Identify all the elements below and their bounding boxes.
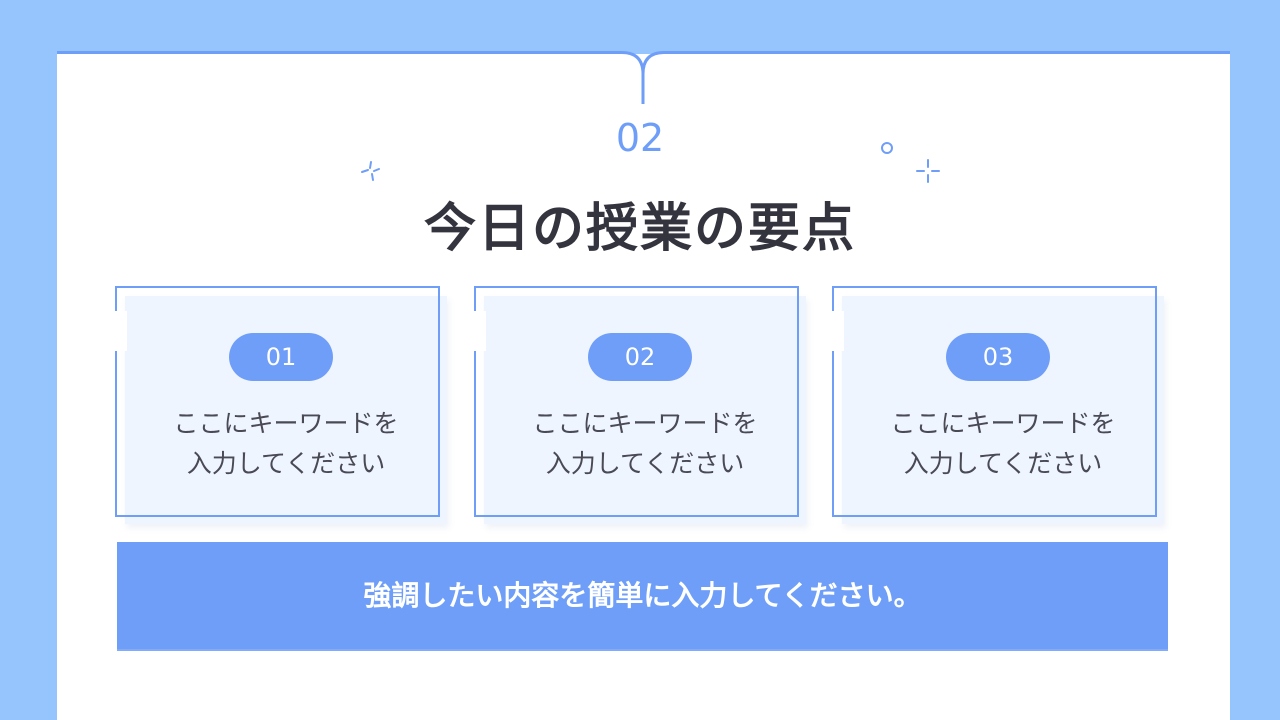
card-text: ここにキーワードを 入力してください [484, 404, 806, 484]
bracket-notch-icon [600, 44, 686, 104]
section-number: 02 [615, 116, 665, 160]
card-text-line1: ここにキーワードを [890, 409, 1116, 438]
card-text: ここにキーワードを 入力してください [842, 404, 1164, 484]
keyword-card-2: 02 ここにキーワードを 入力してください [472, 286, 806, 524]
card-frame [474, 286, 799, 517]
frame-gap [113, 311, 127, 351]
card-text-line1: ここにキーワードを [173, 409, 399, 438]
card-number-badge: 01 [229, 333, 333, 381]
card-text: ここにキーワードを 入力してください [125, 404, 447, 484]
card-text-line1: ここにキーワードを [532, 409, 758, 438]
sparkle-icon [361, 161, 380, 181]
card-text-line2: 入力してください [903, 449, 1103, 478]
card-number-badge: 02 [588, 333, 692, 381]
frame-gap [830, 311, 844, 351]
emphasis-banner: 強調したい内容を簡単に入力してください。 [117, 542, 1168, 651]
card-frame [115, 286, 440, 517]
frame-gap [472, 311, 486, 351]
keyword-card-3: 03 ここにキーワードを 入力してください [830, 286, 1164, 524]
slide-title: 今日の授業の要点 [423, 199, 856, 259]
card-number-badge: 03 [946, 333, 1050, 381]
circle-icon [881, 142, 893, 154]
card-text-line2: 入力してください [186, 449, 386, 478]
card-frame [832, 286, 1157, 517]
keyword-card-1: 01 ここにキーワードを 入力してください [113, 286, 447, 524]
card-text-line2: 入力してください [545, 449, 745, 478]
plus-sparkle-icon [916, 159, 940, 183]
